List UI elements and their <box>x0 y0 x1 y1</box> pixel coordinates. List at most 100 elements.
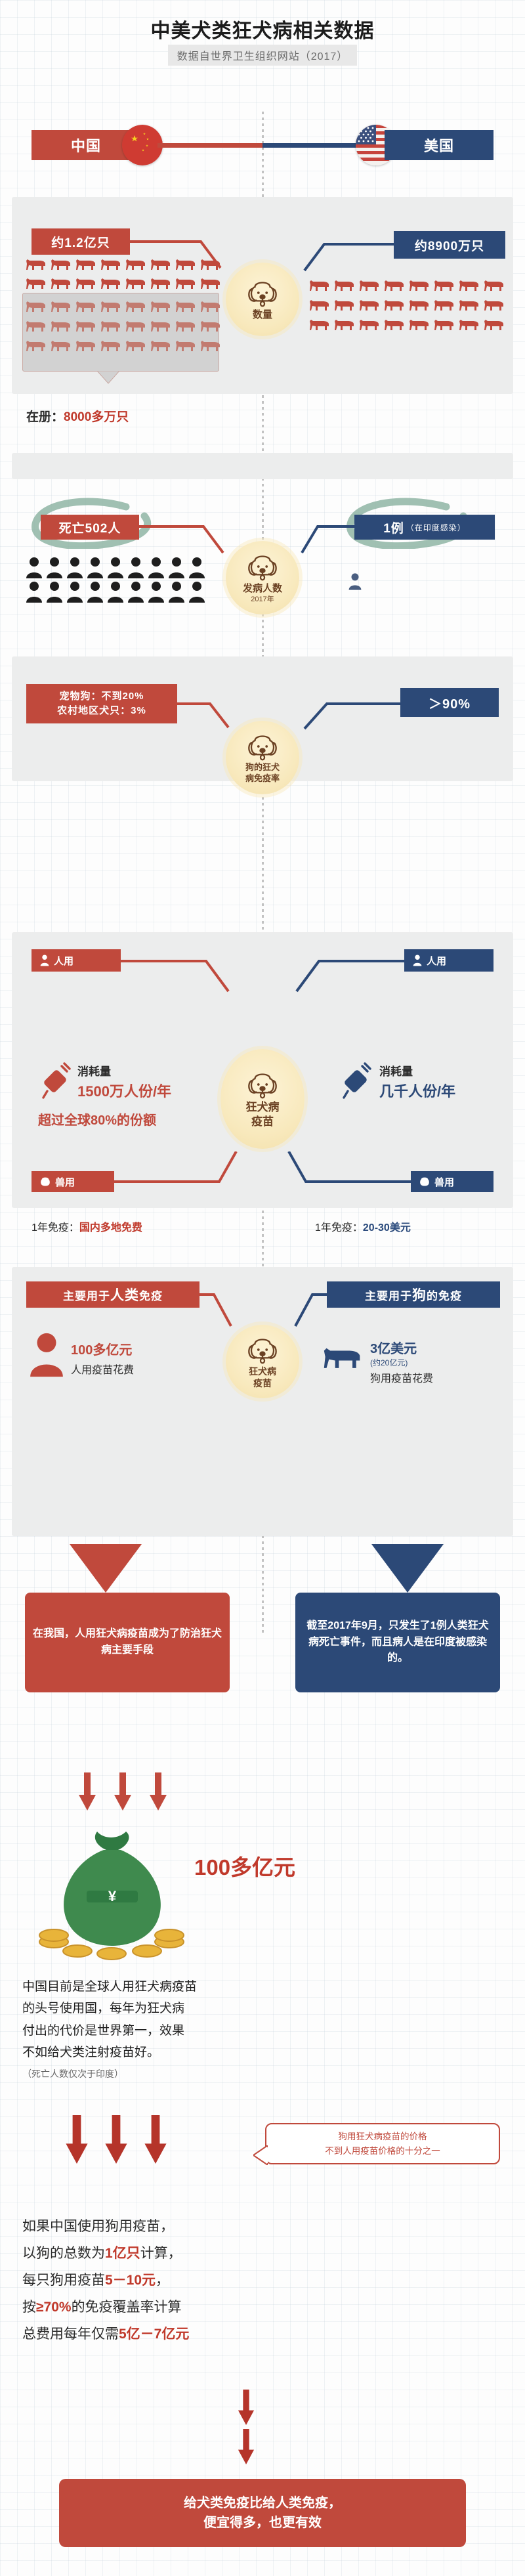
down-arrow-icon <box>105 2115 127 2164</box>
immunity-china-line1: 宠物狗：不到20% <box>59 690 144 702</box>
down-arrow-icon <box>238 2390 255 2425</box>
vaccine-usa-usage-label: 消耗量 <box>379 1065 413 1078</box>
cases-usa-value-suffix: （在印度感染） <box>406 523 466 532</box>
compare-line-5: 总费用每年仅需5亿－7亿元 <box>22 2326 190 2342</box>
elbow-line-china-cases <box>138 525 224 554</box>
person-icon <box>47 582 62 603</box>
dog-side-icon <box>385 320 404 330</box>
compare-arrows-group <box>66 2115 167 2164</box>
svg-text:¥: ¥ <box>108 1888 117 1904</box>
elbow-line-usa-spend <box>294 1293 328 1327</box>
person-icon <box>47 557 62 578</box>
dog-side-icon <box>26 278 45 289</box>
dog-side-icon <box>101 321 120 332</box>
dog-side-icon <box>310 300 329 311</box>
person-icon <box>189 582 205 603</box>
spend-china-amount: 100多亿元 <box>71 1343 133 1358</box>
dog-side-icon <box>410 300 429 311</box>
china-people-pictogram-group <box>25 557 206 603</box>
syringe-icon <box>343 1062 371 1099</box>
dog-side-icon <box>201 301 220 312</box>
immunity-usa-value: ＞90% <box>400 688 499 717</box>
spend-usa-amount-group: 3亿美元 (约20亿元) 狗用疫苗花费 <box>370 1338 433 1385</box>
dog-side-icon <box>126 321 145 332</box>
person-icon <box>26 582 42 603</box>
down-arrow-icon <box>66 2115 88 2164</box>
elbow-line-usa-cases <box>301 525 357 554</box>
dog-side-icon <box>410 320 429 330</box>
money-paragraph-line: 付出的代价是世界第一，效果 <box>22 2023 185 2038</box>
connector-usa <box>262 143 368 148</box>
node-immunity-label1: 狗的狂犬 <box>245 762 280 773</box>
page-title: 中美犬类狂犬病相关数据 <box>150 20 375 42</box>
dog-side-icon <box>201 278 220 289</box>
spend-usa-amount-note: 狗用疫苗花费 <box>370 1373 434 1385</box>
quantity-usa-value: 约8900万只 <box>394 231 505 259</box>
dog-side-icon <box>151 341 170 351</box>
dog-side-icon <box>335 300 354 311</box>
dog-side-icon <box>360 280 379 291</box>
vaccine-china-vet-tag: 兽用 <box>32 1171 114 1192</box>
dog-side-icon <box>324 1348 360 1368</box>
person-icon <box>40 955 49 966</box>
dog-side-icon <box>151 278 170 289</box>
center-divider <box>262 112 264 1635</box>
callout-pointer <box>97 371 119 384</box>
dog-side-icon <box>310 320 329 330</box>
dog-side-icon <box>101 301 120 312</box>
person-icon <box>67 582 83 603</box>
dog-side-icon <box>310 280 329 291</box>
down-arrow-icon <box>70 1544 142 1593</box>
node-spend: 狂犬病 疫苗 <box>226 1325 299 1398</box>
elbow-line-china-vaccine-human <box>119 960 230 993</box>
dog-face-icon <box>248 1339 277 1364</box>
spend-usa-amount-sub: (约20亿元) <box>370 1358 408 1367</box>
elbow-line-china-immunity <box>176 702 230 729</box>
person-icon <box>128 557 144 578</box>
dog-side-icon <box>51 321 70 332</box>
node-quantity: 数量 <box>226 263 299 336</box>
dog-side-icon <box>385 280 404 291</box>
down-arrow-icon <box>114 1772 131 1811</box>
dog-side-icon <box>434 300 453 311</box>
dog-side-icon <box>76 301 95 312</box>
dog-side-icon <box>176 341 195 351</box>
section-band-spend <box>12 1267 513 1536</box>
dog-side-icon <box>360 300 379 311</box>
vaccine-china-vet-highlight: 国内多地免费 <box>79 1222 142 1234</box>
dog-side-icon <box>434 320 453 330</box>
person-icon <box>148 557 164 578</box>
vaccine-usa-vet-tag: 兽用 <box>411 1171 494 1192</box>
compare-lines: 如果中国使用狗用疫苗， 以狗的总数为1亿只计算， 每只狗用疫苗5－10元， 按≥… <box>22 2214 189 2348</box>
down-arrow-icon <box>79 1772 96 1811</box>
connector-china <box>158 143 262 148</box>
spend-china-callout: 在我国，人用狂犬病疫苗成为了防治狂犬病主要手段 <box>25 1593 230 1692</box>
node-vaccine-label2: 疫苗 <box>251 1115 274 1128</box>
dog-face-icon <box>248 1073 277 1099</box>
dog-side-icon <box>26 321 45 332</box>
vaccine-china-usage-value: 1500万人份/年 <box>77 1083 172 1100</box>
dog-head-icon <box>41 1177 50 1186</box>
vaccine-china-usage-note: 超过全球80%的份额 <box>38 1113 157 1128</box>
dog-side-icon <box>151 259 170 270</box>
spend-usa-headline-suffix: 的免疫 <box>427 1289 462 1302</box>
compare-line-4: 按≥70%的免疫覆盖率计算 <box>22 2299 182 2315</box>
dog-side-icon <box>51 301 70 312</box>
dog-side-icon <box>26 259 45 270</box>
down-arrow-icon <box>144 2115 167 2164</box>
dog-side-icon <box>176 278 195 289</box>
dog-side-icon <box>484 300 503 311</box>
vaccine-usa-human-tag: 人用 <box>404 949 494 972</box>
dog-side-icon <box>201 259 220 270</box>
dog-side-icon <box>76 259 95 270</box>
dog-side-icon <box>176 259 195 270</box>
person-icon <box>26 557 42 578</box>
registered-note: 在册：8000多万只 <box>26 407 129 425</box>
vaccine-china-vet-prefix: 1年免疫： <box>32 1222 79 1234</box>
dog-side-icon <box>410 280 429 291</box>
compare-line-3: 每只狗用疫苗5－10元， <box>22 2272 170 2288</box>
node-immunity: 狗的狂犬 病免疫率 <box>226 721 299 794</box>
dog-side-icon <box>335 280 354 291</box>
dog-side-icon <box>459 320 478 330</box>
dog-side-icon <box>201 341 220 351</box>
